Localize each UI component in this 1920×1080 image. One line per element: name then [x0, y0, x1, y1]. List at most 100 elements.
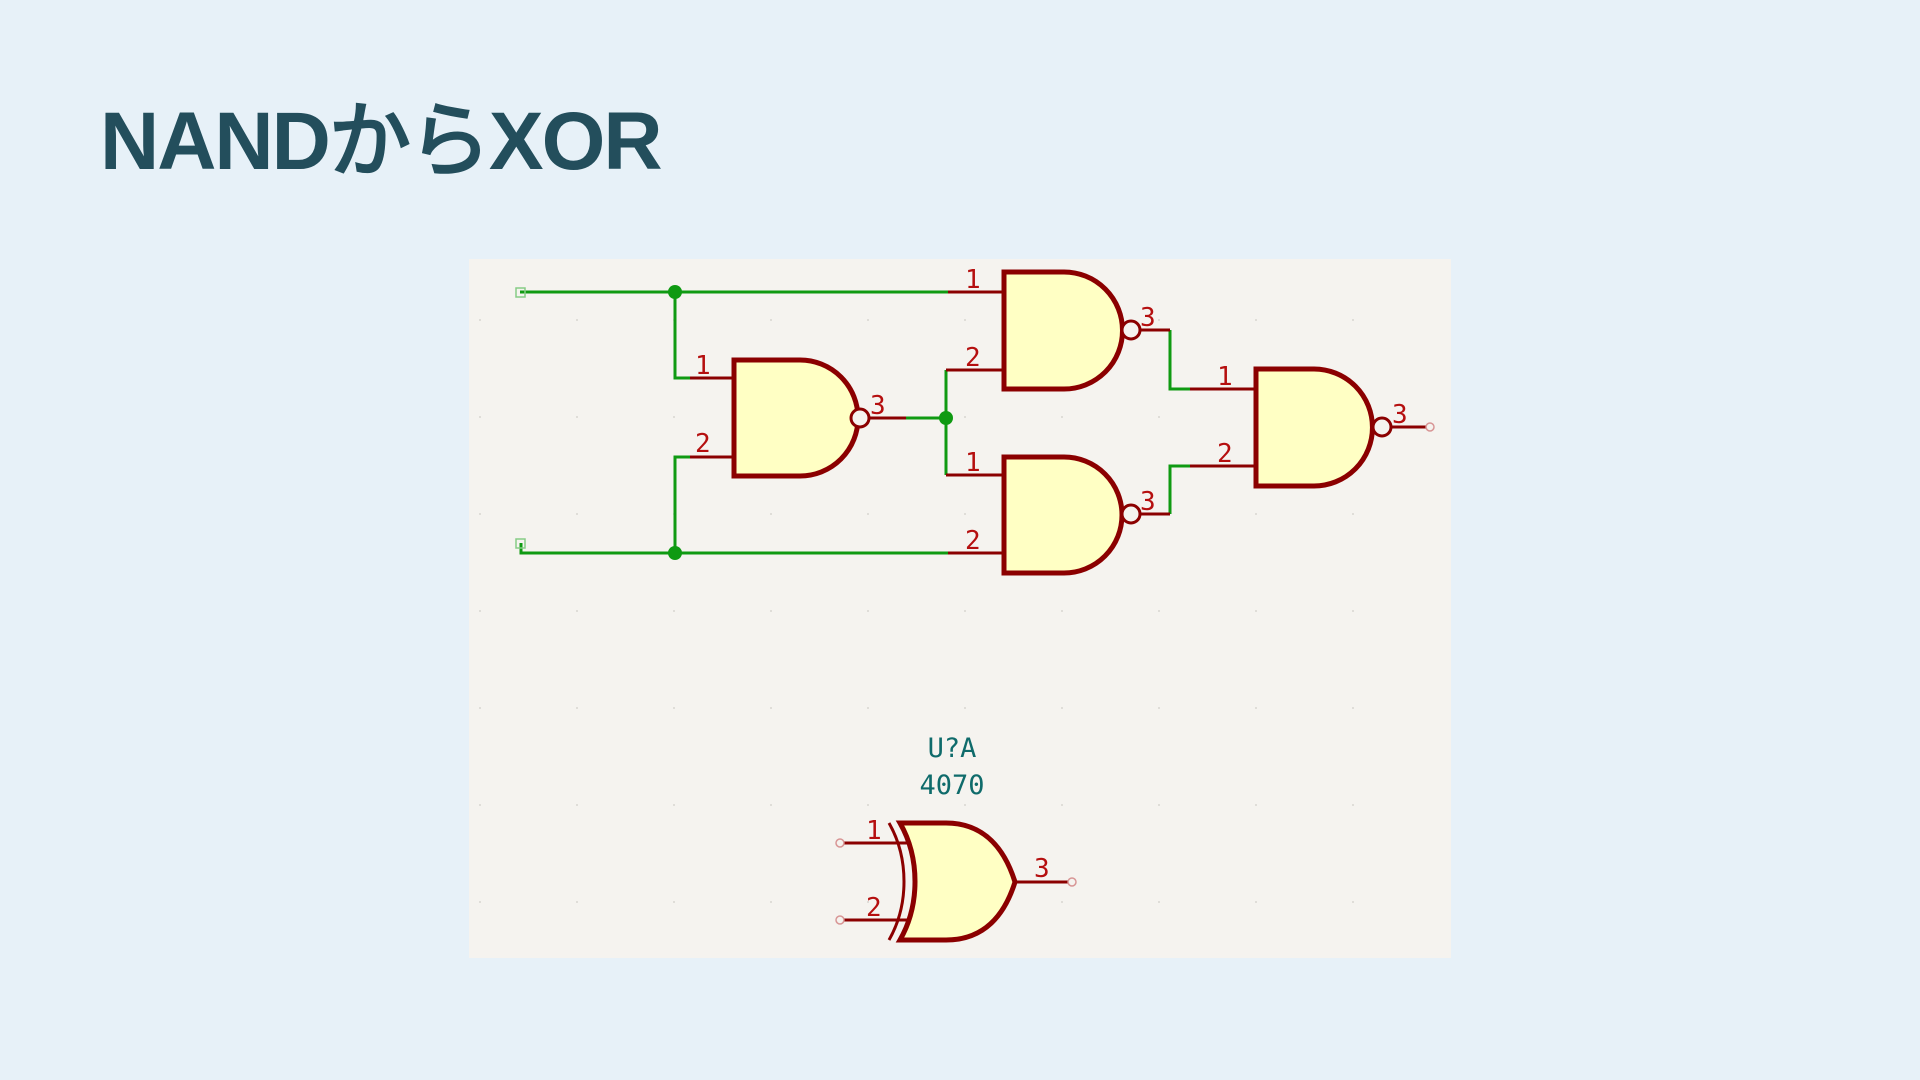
- grid-dot: [479, 901, 481, 903]
- gate-body: [1001, 269, 1125, 392]
- wire-b-to-nand-left: [673, 455, 690, 553]
- slide-title: NANDからXOR: [100, 96, 663, 187]
- grid-dot: [770, 804, 772, 806]
- grid-dot: [1158, 901, 1160, 903]
- grid-dot: [1352, 804, 1354, 806]
- inversion-bubble: [1371, 416, 1393, 438]
- grid-dot: [576, 610, 578, 612]
- grid-dot: [1061, 707, 1063, 709]
- pin-number-2: 2: [695, 429, 711, 459]
- pin-number-3: 3: [870, 391, 886, 421]
- nand-gate-right[interactable]: 1 2 3: [1190, 362, 1435, 489]
- gate-body: [1001, 454, 1125, 576]
- grid-dot: [867, 707, 869, 709]
- grid-dot: [867, 804, 869, 806]
- grid-dot: [479, 707, 481, 709]
- grid-dot: [770, 707, 772, 709]
- grid-dot: [673, 901, 675, 903]
- grid-dot: [1158, 319, 1160, 321]
- xor-extra-arc: [887, 822, 906, 941]
- pin-number-1: 1: [965, 265, 981, 295]
- grid-dots: [479, 319, 1354, 903]
- grid-dot: [673, 610, 675, 612]
- pin-number-3: 3: [1392, 400, 1408, 430]
- grid-dot: [1158, 416, 1160, 418]
- grid-dot: [770, 901, 772, 903]
- grid-dot: [867, 319, 869, 321]
- wire-nand-top-to-right: [1168, 330, 1190, 391]
- grid-dot: [576, 804, 578, 806]
- pin-number-3: 3: [1140, 487, 1156, 517]
- wire-a-to-nand-left: [673, 292, 690, 380]
- output-port[interactable]: [1425, 422, 1435, 432]
- xor-gate-symbol[interactable]: U?A 4070 1 2 3: [835, 733, 1077, 943]
- junction-mid: [939, 411, 953, 425]
- input-port-a[interactable]: [515, 287, 526, 298]
- input-port-1[interactable]: [835, 838, 845, 848]
- input-port-b[interactable]: [515, 538, 526, 549]
- grid-dot: [1255, 707, 1257, 709]
- output-port[interactable]: [1067, 877, 1077, 887]
- junction-b: [668, 546, 682, 560]
- grid-dot: [1158, 804, 1160, 806]
- grid-dot: [964, 707, 966, 709]
- grid-dot: [867, 901, 869, 903]
- grid-dot: [1061, 804, 1063, 806]
- grid-dot: [867, 610, 869, 612]
- grid-dot: [479, 319, 481, 321]
- grid-dot: [1158, 707, 1160, 709]
- pin-number-3: 3: [1140, 303, 1156, 333]
- grid-dot: [1352, 513, 1354, 515]
- grid-dot: [964, 804, 966, 806]
- grid-dot: [1255, 513, 1257, 515]
- junction-a: [668, 285, 682, 299]
- wire-nand-bottom-to-right: [1168, 464, 1190, 514]
- grid-dot: [770, 610, 772, 612]
- pin-number-3: 3: [1034, 854, 1050, 884]
- grid-dot: [1255, 804, 1257, 806]
- nand-gate-left[interactable]: 1 2 3: [690, 351, 906, 479]
- pin-number-1: 1: [866, 816, 882, 846]
- wire-input-b: [519, 543, 948, 555]
- grid-dot: [770, 513, 772, 515]
- pin-number-1: 1: [695, 351, 711, 381]
- gate-body: [895, 820, 1018, 943]
- grid-dot: [1061, 610, 1063, 612]
- inversion-bubble: [1120, 503, 1142, 525]
- grid-dot: [1352, 707, 1354, 709]
- grid-dot: [479, 804, 481, 806]
- grid-dot: [1255, 610, 1257, 612]
- gate-body: [1253, 366, 1375, 489]
- grid-dot: [1158, 610, 1160, 612]
- input-port-2[interactable]: [835, 915, 845, 925]
- grid-dot: [673, 416, 675, 418]
- grid-dot: [673, 804, 675, 806]
- grid-dot: [1061, 416, 1063, 418]
- grid-dot: [964, 319, 966, 321]
- grid-dot: [1352, 901, 1354, 903]
- pin-number-1: 1: [965, 448, 981, 478]
- grid-dot: [1352, 319, 1354, 321]
- pin-number-2: 2: [965, 526, 981, 556]
- reference-designator: U?A: [928, 733, 977, 764]
- inversion-bubble: [849, 407, 871, 429]
- grid-dot: [576, 416, 578, 418]
- nand-gate-bottom[interactable]: 1 2 3: [946, 448, 1170, 576]
- grid-dot: [1255, 901, 1257, 903]
- gate-body: [731, 357, 861, 479]
- grid-dot: [867, 513, 869, 515]
- grid-dot: [1061, 901, 1063, 903]
- grid-dot: [673, 707, 675, 709]
- nand-gate-top[interactable]: 1 2 3: [946, 265, 1170, 392]
- pin-number-1: 1: [1217, 362, 1233, 392]
- grid-dot: [1352, 610, 1354, 612]
- grid-dot: [1255, 319, 1257, 321]
- grid-dot: [576, 707, 578, 709]
- grid-dot: [479, 513, 481, 515]
- part-value: 4070: [919, 770, 984, 801]
- wires: [519, 290, 1190, 555]
- grid-dot: [576, 901, 578, 903]
- pin-number-2: 2: [866, 893, 882, 923]
- inversion-bubble: [1120, 319, 1142, 341]
